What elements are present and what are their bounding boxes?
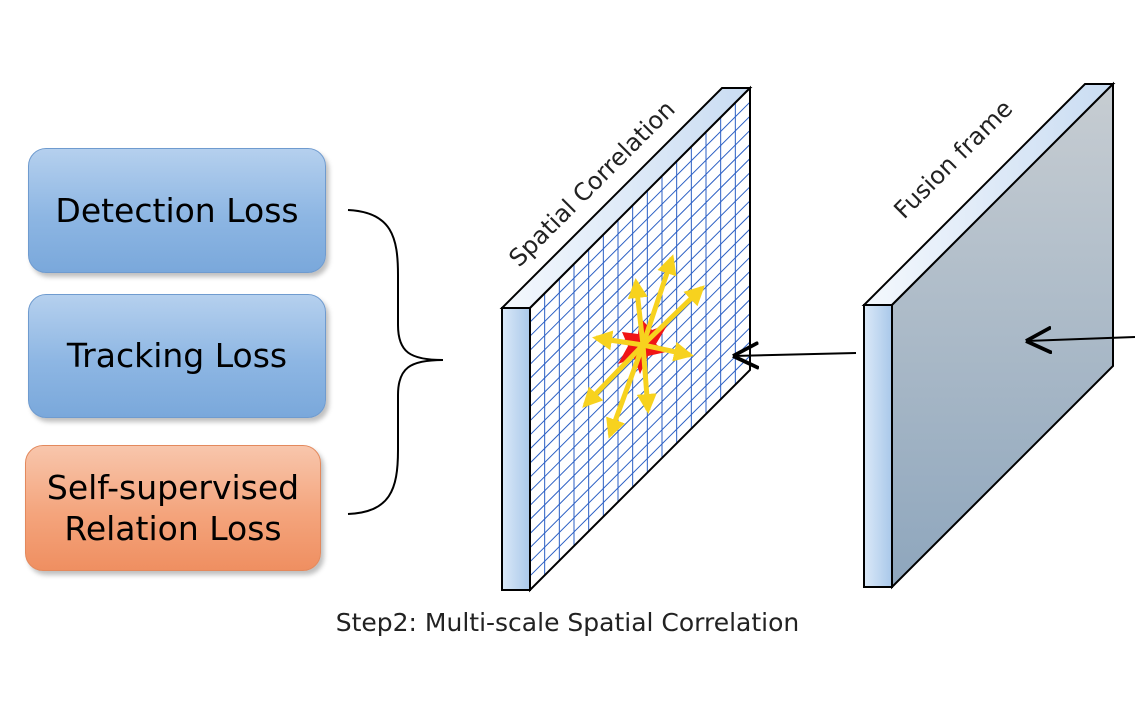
grid-line (530, 115, 750, 337)
grid-line (530, 313, 750, 534)
fusion-to-correlation-arrow (733, 353, 857, 356)
fusion-frame-panel (861, 81, 1116, 590)
grid-line (530, 270, 750, 492)
tracking-loss-box: Tracking Loss (28, 294, 326, 418)
grid-line (530, 144, 750, 365)
grid-line (530, 355, 750, 577)
self-supervised-label-line2: Relation Loss (64, 509, 282, 548)
grid-line (530, 129, 750, 351)
diagram-caption: Step2: Multi-scale Spatial Correlation (0, 608, 1135, 637)
input-arrow (1026, 337, 1135, 341)
caption-text: : Multi-scale Spatial Correlation (408, 608, 800, 637)
detection-loss-box: Detection Loss (28, 148, 326, 273)
tracking-loss-label: Tracking Loss (66, 336, 288, 376)
correlation-direction-arrows (582, 254, 705, 439)
grouping-brace (347, 209, 444, 515)
grid-line (530, 327, 750, 549)
grid-line (530, 101, 750, 323)
detection-loss-label: Detection Loss (55, 190, 299, 230)
grid-line (530, 158, 750, 379)
self-supervised-relation-loss-box: Self-supervised Relation Loss (25, 445, 321, 571)
grid-line (530, 341, 750, 563)
caption-step-label: Step2 (335, 608, 409, 637)
self-supervised-label-line1: Self-supervised (46, 467, 300, 507)
